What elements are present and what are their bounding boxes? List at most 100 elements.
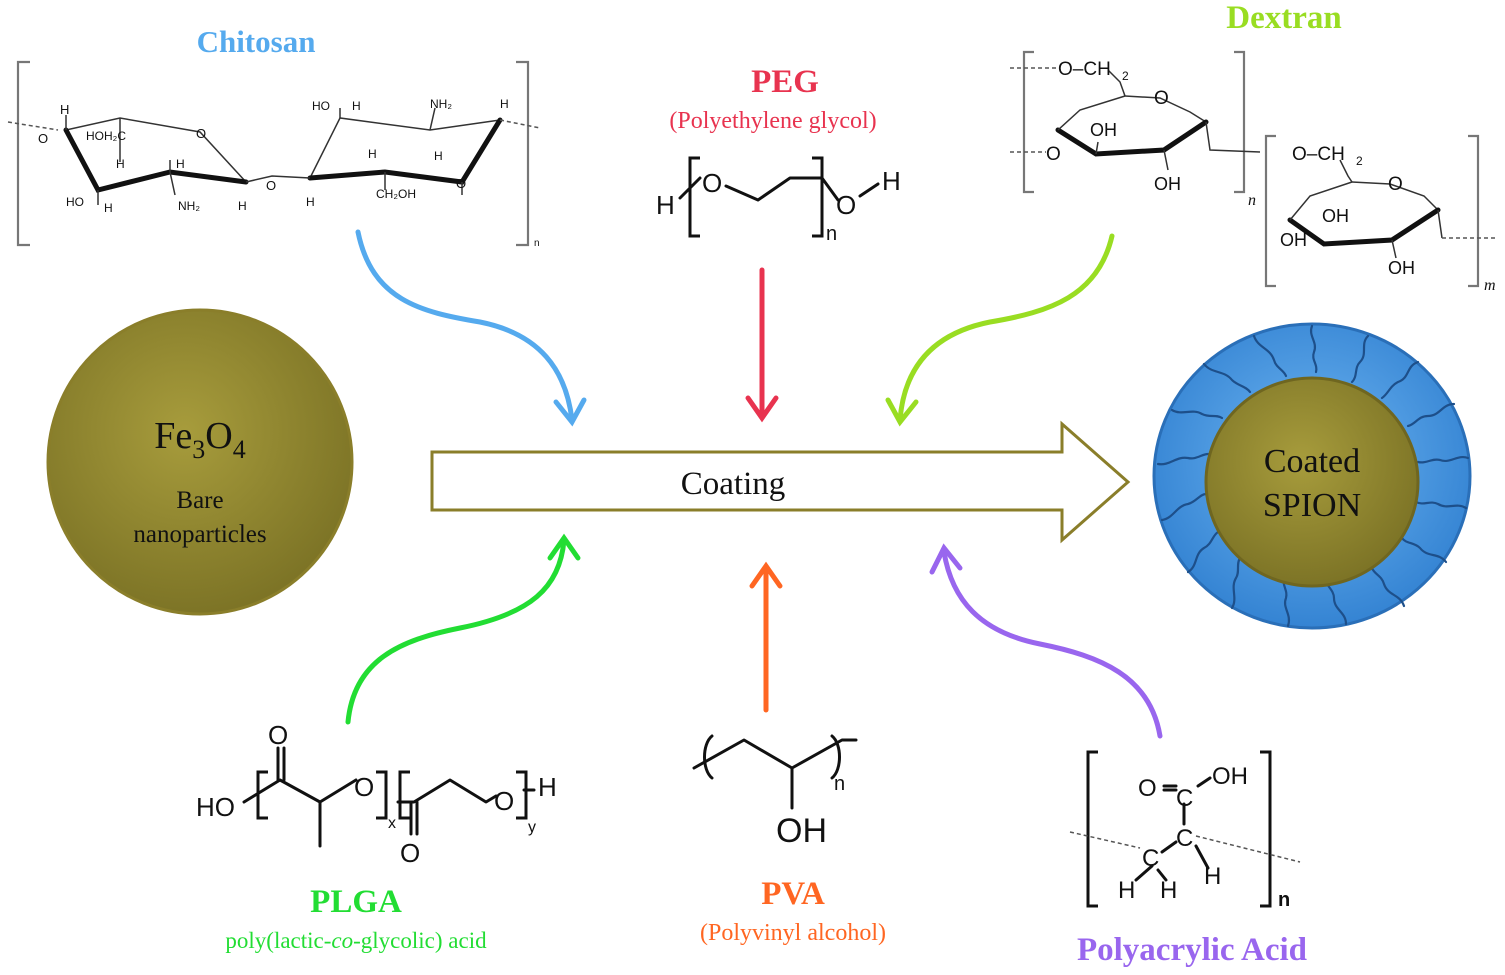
pva-group: OH n PVA (Polyvinyl alcohol) <box>692 734 886 946</box>
bare-label: Bare <box>176 487 223 514</box>
plga-o-carbonyl-1: O <box>268 720 288 750</box>
chitosan-o-ring2: O <box>456 176 466 191</box>
spion-core <box>1204 376 1420 588</box>
chitosan-hoh2c: HOH₂C <box>86 129 126 143</box>
plga-structure: HO O O O O H x y <box>196 720 557 868</box>
dextran-o-ring-2: O <box>1388 174 1403 195</box>
coating-arrow: Coating <box>430 420 1131 544</box>
chitosan-nh2-2: NH₂ <box>430 97 452 111</box>
dextran-sub2-2: 2 <box>1356 154 1363 168</box>
fe3o4-core-circle <box>46 308 354 616</box>
chitosan-group: Chitosan O H HOH₂C O H H HO H NH₂ H O <box>7 24 541 249</box>
spion-label: SPION <box>1263 487 1361 524</box>
dextran-o-ring-1: O <box>1154 88 1169 109</box>
peg-o-2: O <box>836 190 856 220</box>
pva-title: PVA <box>761 876 825 912</box>
polyacrylic-group: O C OH C C H H H n Polyacrylic Acid <box>1069 750 1307 968</box>
plga-o-carbonyl-2: O <box>400 838 420 868</box>
chitosan-h-3: H <box>176 157 185 171</box>
dextran-title: Dextran <box>1226 0 1341 36</box>
peg-full-name: (Polyethylene glycol) <box>669 108 876 134</box>
peg-arrow <box>745 267 779 423</box>
peg-repeat-n: n <box>826 223 837 245</box>
polyacrylic-h-1: H <box>1118 877 1135 904</box>
polyacrylic-c-carboxyl: C <box>1176 785 1193 812</box>
chitosan-title: Chitosan <box>197 24 316 59</box>
chitosan-ho: HO <box>66 195 84 209</box>
chitosan-h-9: H <box>434 149 443 163</box>
arrows <box>345 229 1163 739</box>
dextran-structure: O–CH 2 O O OH OH n O–CH 2 O OH OH OH m <box>1010 50 1498 294</box>
dextran-oh-2: OH <box>1154 174 1181 194</box>
chitosan-structure: O H HOH₂C O H H HO H NH₂ H O HO H NH₂ H … <box>7 60 541 249</box>
plga-repeat-x: x <box>388 815 396 832</box>
peg-group: PEG (Polyethylene glycol) H O O H n <box>656 64 901 245</box>
dextran-repeat-n: n <box>1248 192 1256 209</box>
plga-title: PLGA <box>310 884 402 920</box>
chitosan-nh2-1: NH₂ <box>178 199 200 213</box>
chitosan-o-ring1: O <box>196 126 206 141</box>
pva-oh: OH <box>776 812 827 850</box>
chitosan-h-5: H <box>238 199 247 213</box>
dextran-o-ch-1: O–CH <box>1058 59 1111 80</box>
chitosan-h-10: H <box>306 195 315 209</box>
peg-title: PEG <box>751 64 819 100</box>
peg-h-left: H <box>656 190 675 220</box>
bare-nanoparticle: Fe3O4 Bare nanoparticles <box>46 308 354 616</box>
polyacrylic-h-2: H <box>1160 877 1177 904</box>
chitosan-ch2oh: CH₂OH <box>376 187 416 201</box>
pva-full-name: (Polyvinyl alcohol) <box>700 920 886 946</box>
chitosan-h-1: H <box>60 102 69 117</box>
dextran-oh-1: OH <box>1090 120 1117 140</box>
polymer-chains <box>1156 324 1470 628</box>
dextran-oh-4: OH <box>1280 230 1307 250</box>
chitosan-arrow <box>355 229 587 427</box>
polyacrylic-structure: O C OH C C H H H n <box>1069 750 1301 911</box>
plga-o-ester-2: O <box>494 786 514 816</box>
polyacrylic-repeat-n: n <box>1278 889 1290 911</box>
dextran-oh-5: OH <box>1388 258 1415 278</box>
polyacrylic-o: O <box>1138 775 1157 802</box>
plga-o-ester-1: O <box>354 772 374 802</box>
coated-label: Coated <box>1264 443 1360 480</box>
chitosan-ho-2: HO <box>312 99 330 113</box>
fe3o4-formula: Fe3O4 <box>154 415 245 464</box>
chitosan-o-left: O <box>38 131 48 146</box>
dextran-repeat-m: m <box>1484 277 1496 294</box>
plga-h: H <box>538 772 557 802</box>
coating-label: Coating <box>681 466 786 502</box>
peg-structure: H O O H n <box>656 156 901 245</box>
dextran-arrow <box>885 233 1115 427</box>
peg-h-right: H <box>882 166 901 196</box>
dextran-o-left: O <box>1046 144 1061 165</box>
pva-arrow <box>749 561 783 713</box>
pva-repeat-n: n <box>834 773 845 795</box>
plga-ho: HO <box>196 792 235 822</box>
polyacrylic-arrow <box>929 543 1163 739</box>
chitosan-h-6: H <box>352 99 361 113</box>
polyacrylic-h-3: H <box>1204 863 1221 890</box>
polyacrylic-c-alpha: C <box>1176 825 1193 852</box>
polyacrylic-title: Polyacrylic Acid <box>1077 932 1307 968</box>
chitosan-h-8: H <box>368 147 377 161</box>
peg-o-1: O <box>702 168 722 198</box>
nanoparticles-label: nanoparticles <box>133 521 266 548</box>
chitosan-left-bracket <box>16 60 30 247</box>
chitosan-h-4: H <box>104 201 113 215</box>
coated-spion: Coated SPION <box>1152 322 1472 630</box>
plga-group: HO O O O O H x y PLGA poly(lactic-co-gly… <box>196 720 557 953</box>
polyacrylic-c-beta: C <box>1142 845 1159 872</box>
dextran-oh-3: OH <box>1322 206 1349 226</box>
polyacrylic-oh: OH <box>1212 763 1248 790</box>
dextran-o-ch-2: O–CH <box>1292 144 1345 165</box>
chitosan-right-bracket <box>516 60 530 247</box>
coating-arrow-shape <box>430 420 1131 544</box>
dextran-group: Dextran O–CH 2 O O OH OH n <box>1010 0 1498 294</box>
dextran-sub2-1: 2 <box>1122 69 1129 83</box>
plga-full-name: poly(lactic-co-glycolic) acid <box>225 928 487 953</box>
chitosan-o-link: O <box>266 178 276 193</box>
chitosan-h-7: H <box>500 97 509 111</box>
plga-arrow <box>345 533 581 725</box>
pva-structure: OH n <box>692 734 858 850</box>
